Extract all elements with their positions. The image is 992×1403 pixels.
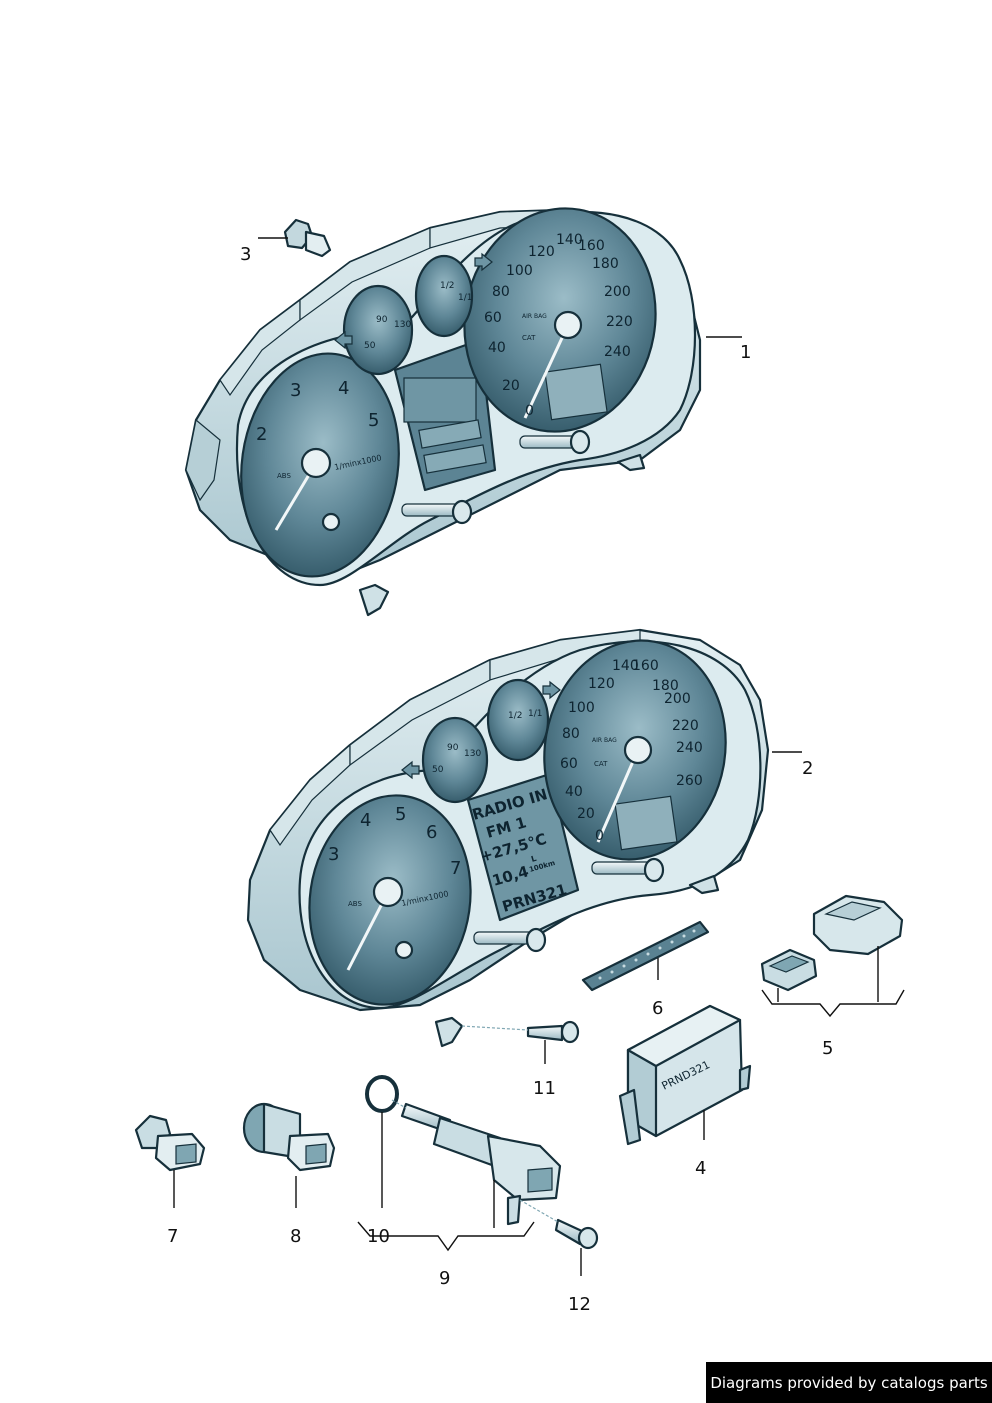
callout-7: 7: [167, 1226, 178, 1247]
turn-left-arrow-icon: [334, 330, 353, 350]
instrument-cluster-2: 0 20 40 60 80 100 120 140 160 180 200 22…: [246, 628, 770, 1048]
airbag-label: AIR BAG: [522, 313, 547, 320]
callout-12: 12: [568, 1294, 591, 1315]
speed-label: 260: [676, 773, 703, 789]
cluster2-fuel-gauge: 1/2 1/1: [508, 709, 542, 721]
cat-label: CAT: [594, 760, 608, 768]
rpm-label: 3: [328, 844, 339, 865]
bulb-part: [283, 218, 332, 258]
speed-label: 20: [502, 378, 520, 394]
speed-label: 20: [577, 806, 595, 822]
turn-right-arrow-icon: [474, 252, 493, 272]
speed-label: 160: [632, 658, 659, 674]
sensor-7-part: [134, 1114, 206, 1172]
credit-banner: Diagrams provided by catalogs parts: [706, 1362, 992, 1403]
callout-11: 11: [533, 1078, 556, 1099]
fuel-label: 1/2: [440, 281, 454, 291]
speed-label: 60: [484, 310, 502, 326]
speed-label: 200: [664, 691, 691, 707]
callout-9: 9: [439, 1268, 450, 1289]
speed-label: 60: [560, 756, 578, 772]
temp-label: 50: [364, 341, 376, 351]
rpm-label: 2: [256, 424, 267, 445]
speed-label: 0: [525, 403, 534, 419]
rpm-label: 6: [426, 822, 437, 843]
temp-label: 90: [376, 315, 388, 325]
fuel-label: 1/1: [528, 709, 542, 719]
rpm-label: 5: [395, 804, 406, 825]
leader-lines: [173, 237, 905, 1276]
callout-labels: 1 2 3 4 5 6 7 8 9 10 11 12: [167, 244, 833, 1315]
temp-label: 130: [394, 320, 411, 330]
rpm-label: 7: [450, 858, 461, 879]
temp-label: 90: [447, 743, 459, 753]
speed-label: 220: [672, 718, 699, 734]
speed-label: 120: [528, 244, 555, 260]
speed-label: 180: [652, 678, 679, 694]
cluster1-temp-gauge: 50 90 130: [364, 315, 411, 351]
cluster1-speed-scale: 0 20 40 60 80 100 120 140 160 180 200 22…: [484, 232, 633, 419]
callout-3: 3: [240, 244, 251, 265]
turn-left-arrow-icon: [401, 760, 420, 780]
callout-6: 6: [652, 998, 663, 1019]
speed-label: 80: [562, 726, 580, 742]
callout-10: 10: [367, 1226, 390, 1247]
airbag-label: AIR BAG: [592, 737, 617, 744]
rpm-label: 4: [338, 378, 349, 399]
speed-sender-part: [400, 1102, 562, 1226]
speed-label: 40: [488, 340, 506, 356]
callout-4: 4: [695, 1158, 706, 1179]
cat-label: CAT: [522, 334, 536, 342]
cluster2-temp-gauge: 50 90 130: [432, 743, 481, 775]
rpm-label: 4: [360, 810, 371, 831]
screw-11-part: [526, 1020, 580, 1044]
cluster1-fuel-gauge: 1/2 1/1: [440, 281, 472, 303]
speed-label: 100: [506, 263, 533, 279]
display-line: L: [530, 854, 537, 864]
rpm-label: 3: [290, 380, 301, 401]
speed-label: 240: [676, 740, 703, 756]
callout-5: 5: [822, 1038, 833, 1059]
temp-label: 50: [432, 765, 444, 775]
instrument-cluster-1: 0 20 40 60 80 100 120 140 160 180 200 22…: [184, 207, 702, 617]
o-ring-part: [365, 1075, 399, 1113]
fuel-label: 1/2: [508, 711, 522, 721]
speed-label: 180: [592, 256, 619, 272]
control-module-part: PRND321: [618, 1004, 752, 1146]
abs-label: ABS: [277, 472, 291, 480]
speed-label: 160: [578, 238, 605, 254]
fuel-label: 1/1: [458, 293, 472, 303]
speed-label: 140: [612, 658, 639, 674]
speed-label: 200: [604, 284, 631, 300]
sensor-8-part: [242, 1102, 336, 1172]
speed-label: 0: [595, 828, 604, 844]
speed-label: 220: [606, 314, 633, 330]
callout-1: 1: [740, 342, 751, 363]
callout-8: 8: [290, 1226, 301, 1247]
speed-label: 100: [568, 700, 595, 716]
connector-set-part: [760, 894, 904, 992]
cluster2-speed-scale: 0 20 40 60 80 100 120 140 160 180 200 22…: [560, 658, 703, 844]
rpm-label: 5: [368, 410, 379, 431]
speed-label: 40: [565, 784, 583, 800]
temp-label: 130: [464, 749, 481, 759]
speed-label: 240: [604, 344, 631, 360]
speed-label: 120: [588, 676, 615, 692]
foil-strip-part: [581, 920, 710, 992]
callout-2: 2: [802, 758, 813, 779]
speed-label: 80: [492, 284, 510, 300]
abs-label: ABS: [348, 900, 362, 908]
screw-12-part: [554, 1218, 599, 1250]
turn-right-arrow-icon: [542, 680, 561, 700]
speed-label: 140: [556, 232, 583, 248]
